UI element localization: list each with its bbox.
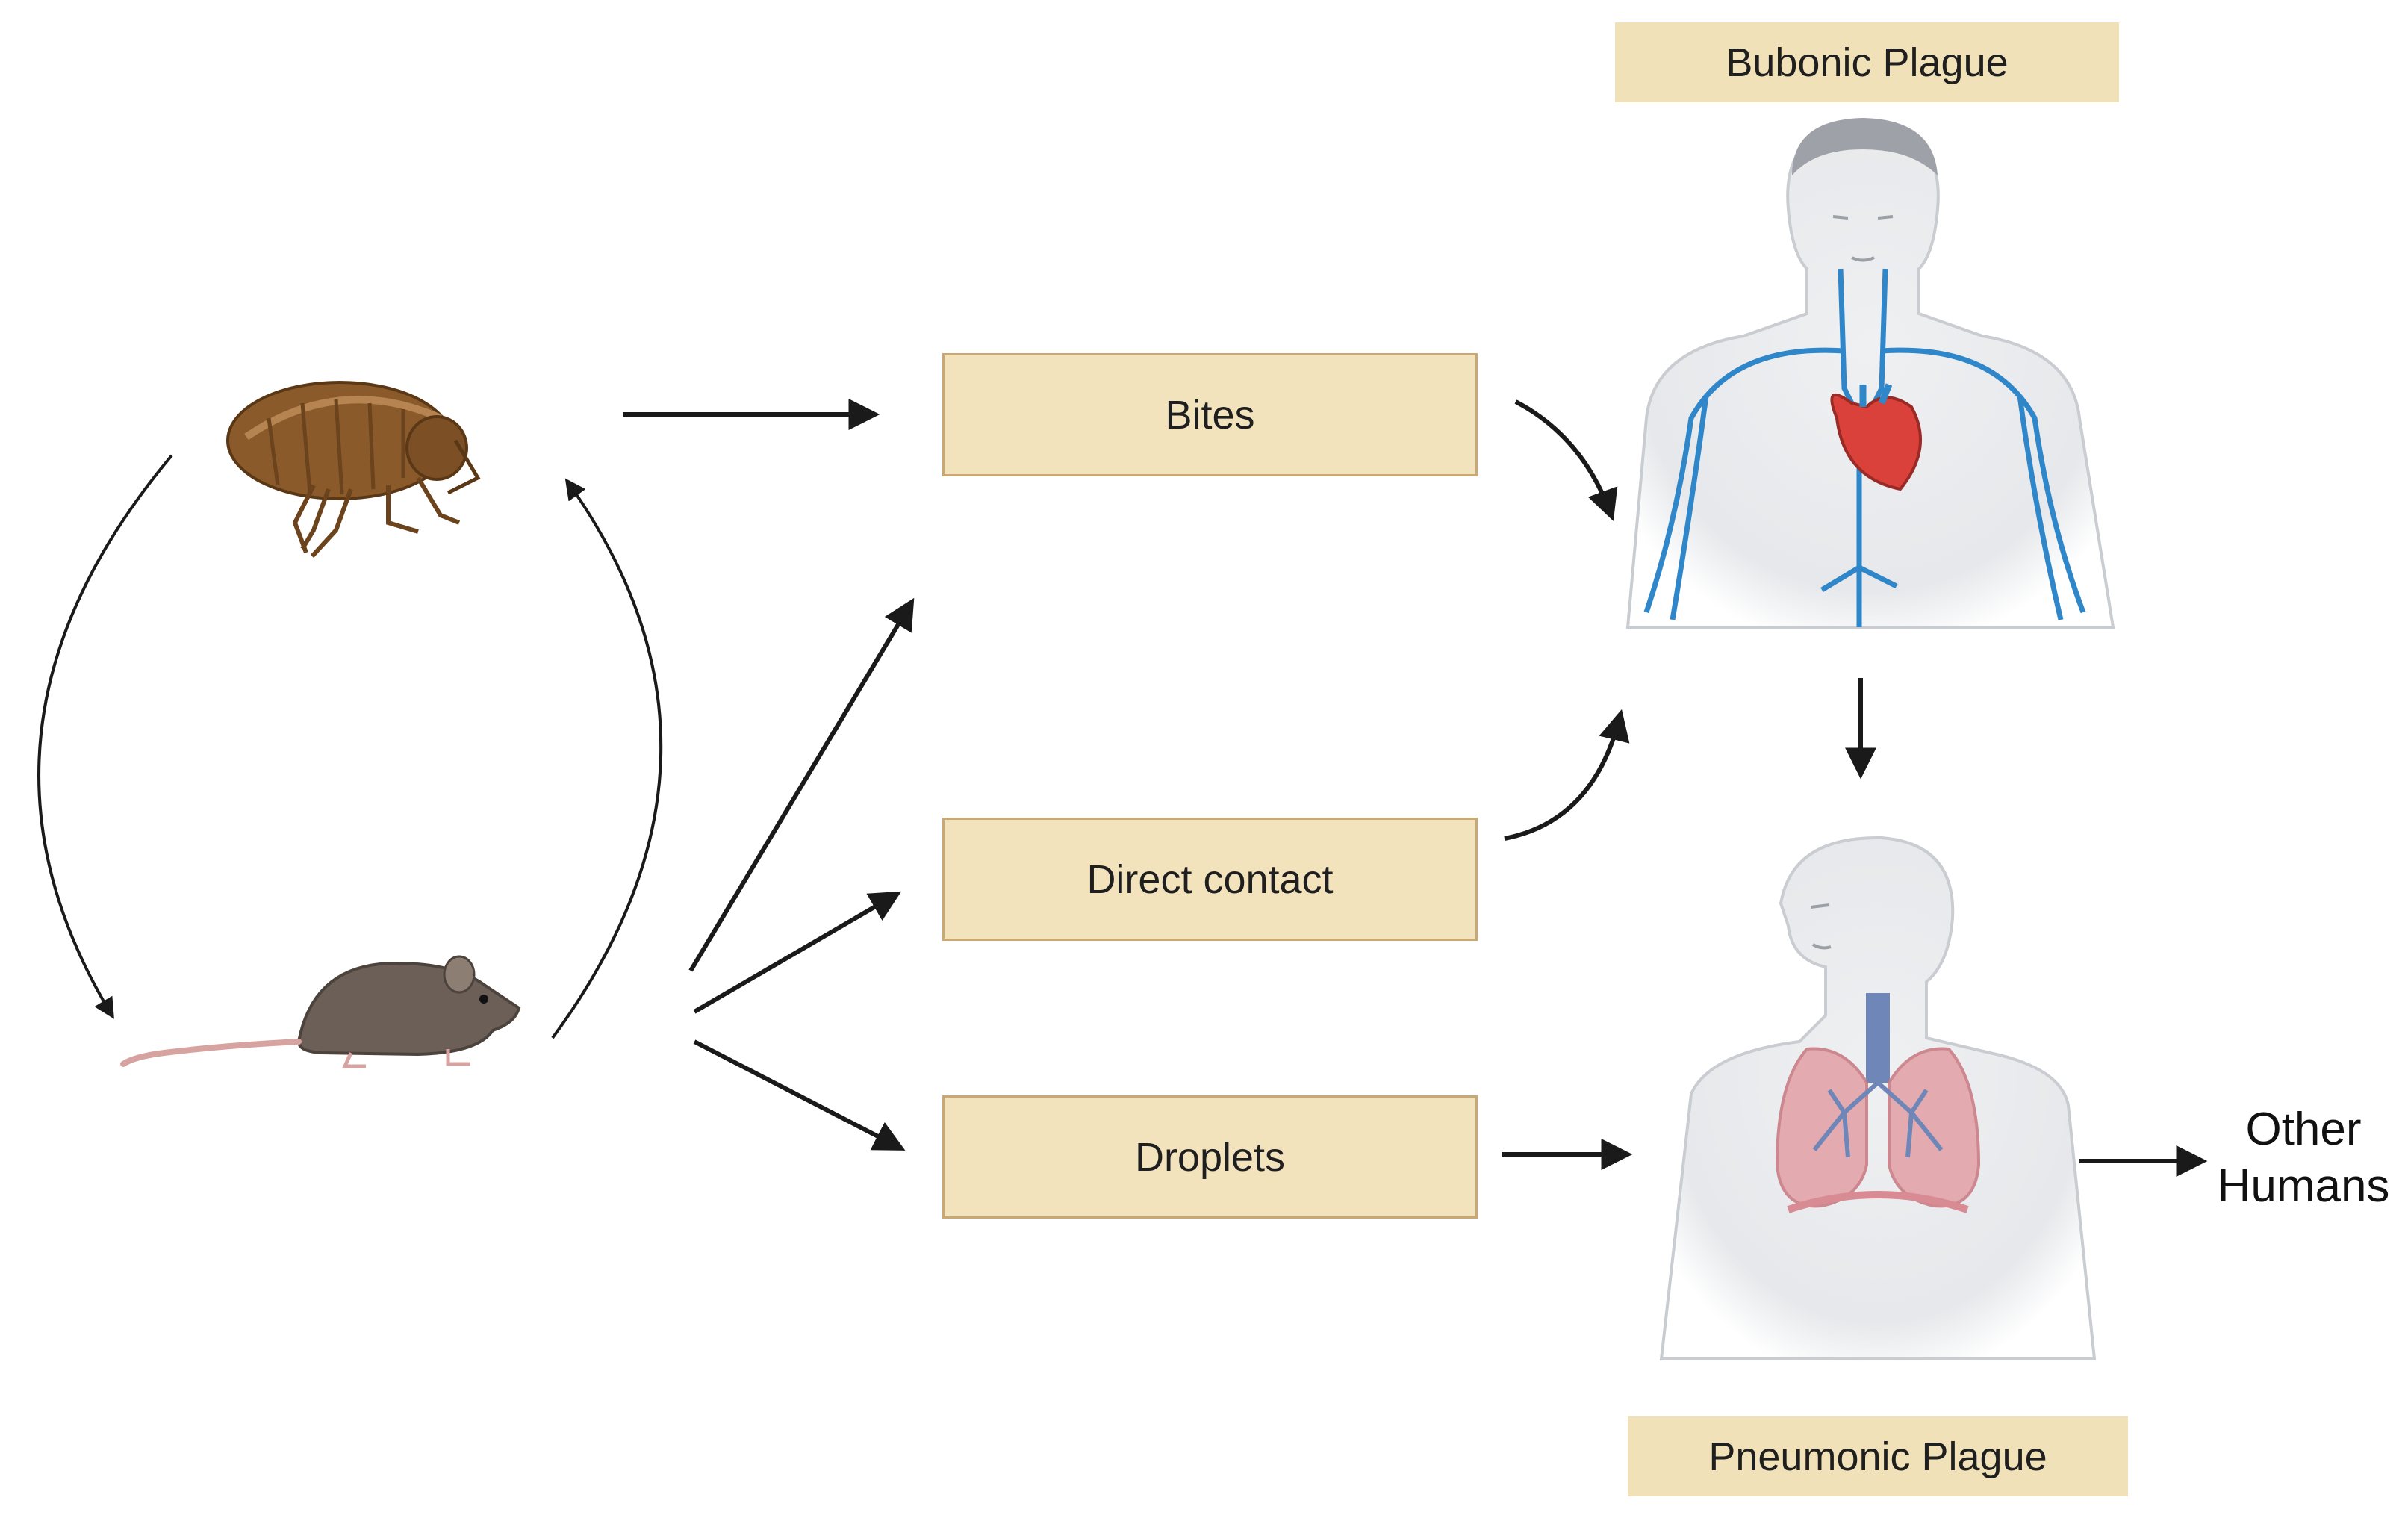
droplets-text: Droplets — [1134, 1134, 1286, 1180]
direct-contact-text: Direct contact — [1086, 856, 1334, 902]
other-humans-label: Other Humans — [2210, 1101, 2397, 1214]
bites-box: Bites — [942, 353, 1478, 476]
human-respiratory-icon — [1659, 836, 2097, 1360]
rat-to-droplets-arrow — [693, 1039, 906, 1151]
flea-icon — [226, 381, 481, 559]
droplets-box: Droplets — [942, 1095, 1478, 1219]
other-humans-line2: Humans — [2217, 1160, 2390, 1212]
flea-to-rat-arrow — [37, 454, 173, 1019]
direct-contact-box: Direct contact — [942, 818, 1478, 941]
human-circulatory-icon — [1625, 117, 2115, 629]
rat-to-direct-contact-arrow — [693, 891, 902, 1014]
rat-to-bites-arrow — [688, 597, 915, 972]
rat-icon — [120, 955, 521, 1068]
direct-contact-to-bubonic-arrow — [1504, 709, 1630, 841]
rat-to-flea-arrow — [551, 478, 663, 1039]
bubonic-plague-text: Bubonic Plague — [1726, 40, 2009, 85]
bites-to-bubonic-arrow — [1514, 399, 1618, 521]
other-humans-line1: Other — [2245, 1104, 2362, 1155]
bubonic-plague-label: Bubonic Plague — [1615, 22, 2119, 102]
pneumonic-plague-label: Pneumonic Plague — [1628, 1416, 2128, 1496]
bites-text: Bites — [1165, 392, 1255, 438]
pneumonic-plague-text: Pneumonic Plague — [1708, 1434, 2047, 1479]
